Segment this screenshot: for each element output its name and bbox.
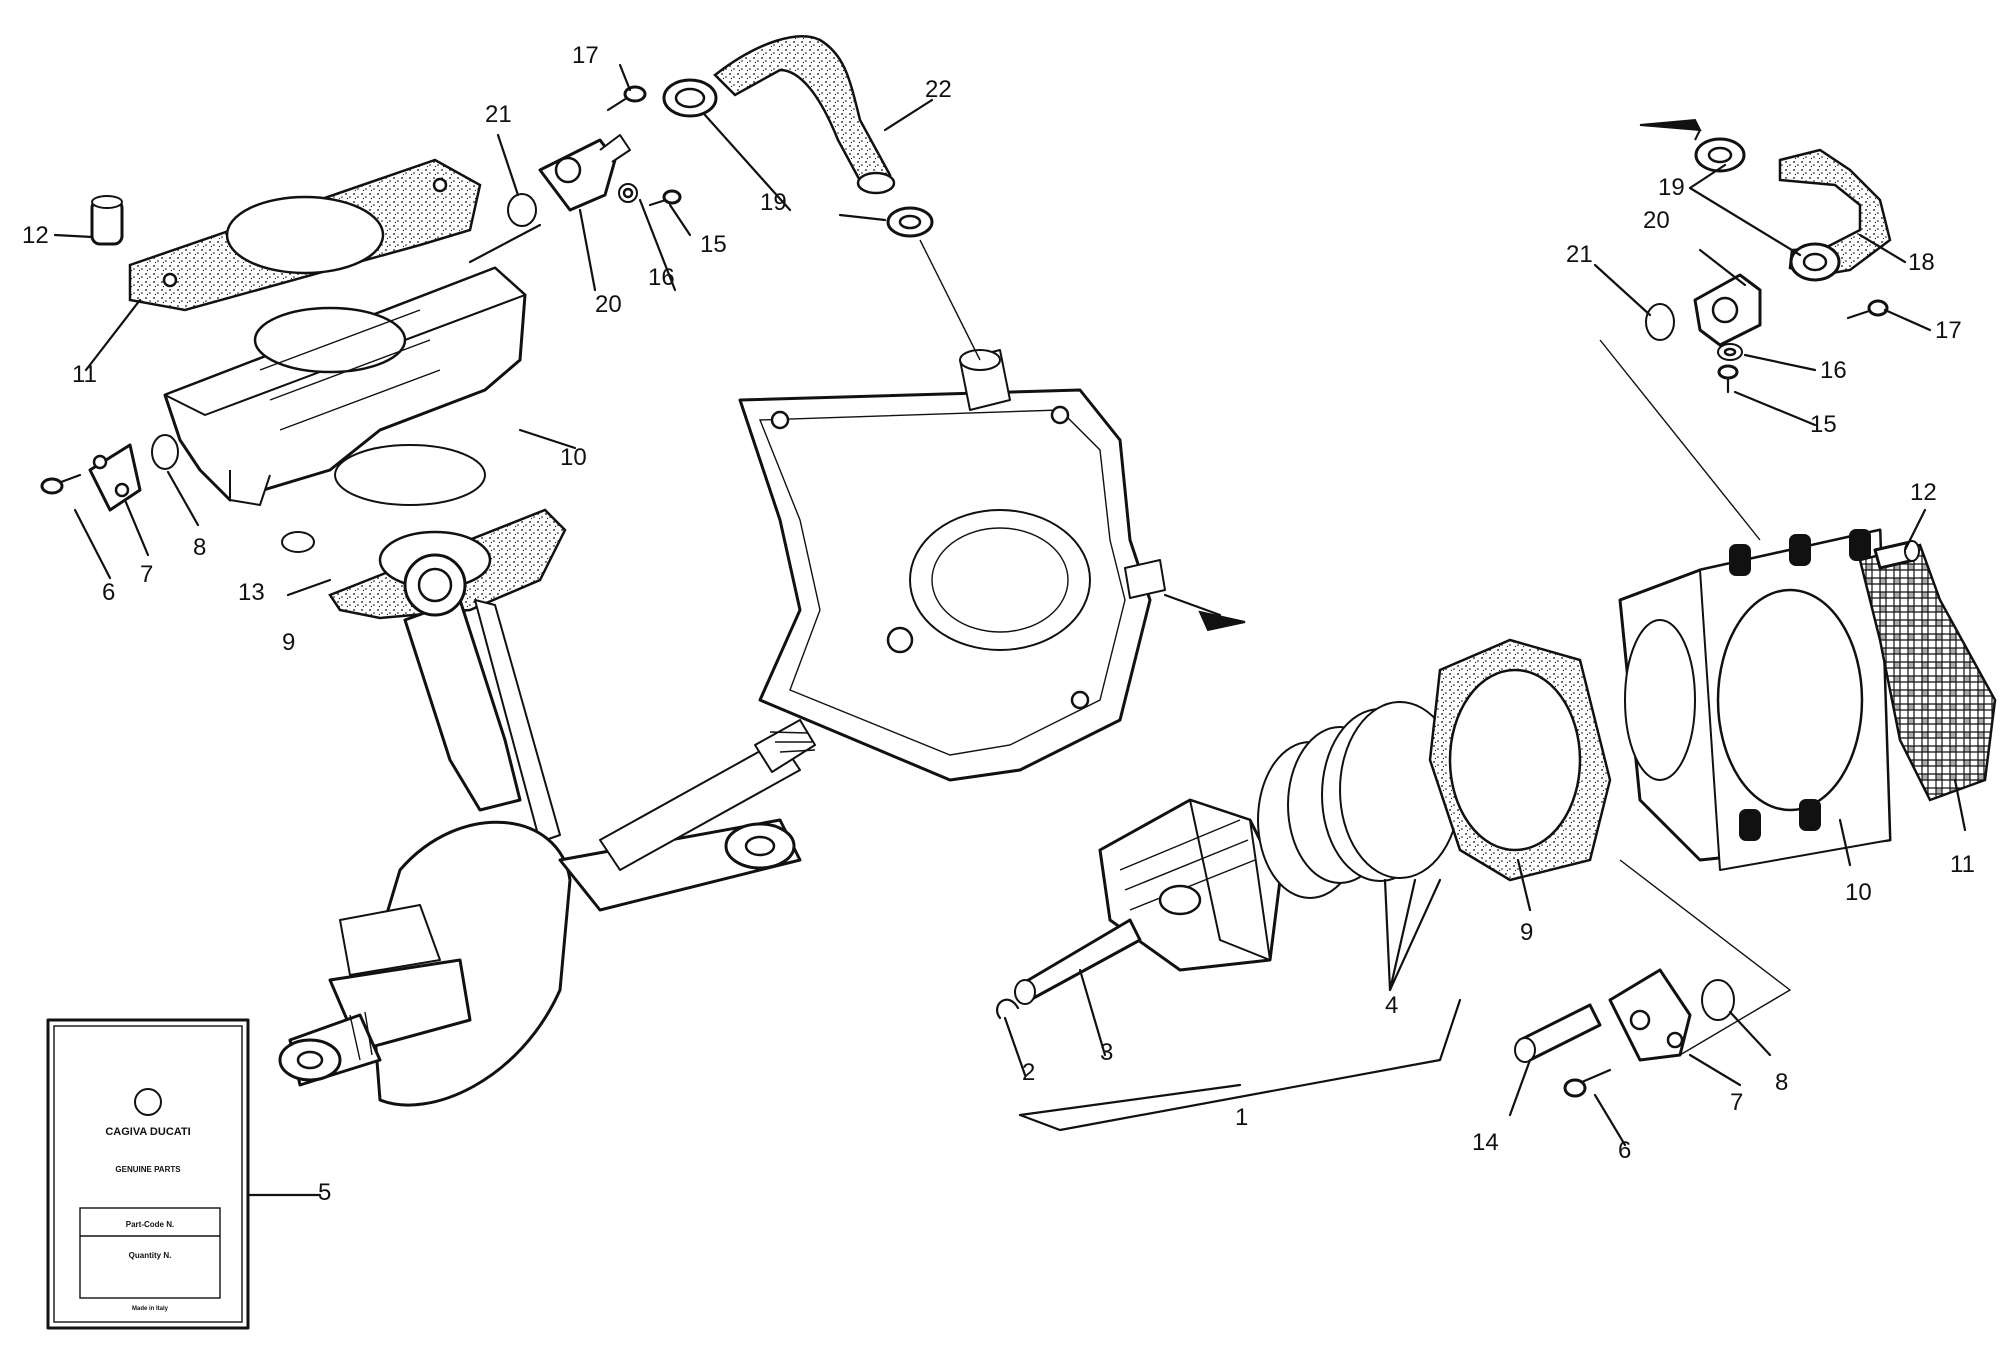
callout-9-left: 9	[282, 629, 295, 656]
callout-11-left: 11	[72, 361, 97, 388]
card-quantity-label: Quantity N.	[129, 1251, 172, 1260]
flow-arrow-icon	[1639, 118, 1702, 141]
cylinder-right	[1618, 528, 1892, 871]
callout-16-right: 16	[1820, 357, 1847, 384]
screw-top-left	[606, 85, 647, 112]
callout-17-left: 17	[572, 42, 599, 69]
cagiva-logo-icon	[134, 1088, 162, 1116]
card-part-code-label: Part-Code N.	[126, 1220, 174, 1229]
hose-clamp-right-top	[1694, 137, 1746, 173]
washer-16-right	[1717, 343, 1743, 361]
base-gasket-right	[1428, 638, 1612, 882]
head-gasket-right	[1858, 543, 1997, 802]
card-footer: Made in Italy	[132, 1306, 169, 1312]
callout-12-left: 12	[22, 222, 49, 249]
callout-1: 1	[1235, 1104, 1248, 1131]
screw-15-right	[1717, 364, 1739, 394]
callout-15-right: 15	[1810, 411, 1837, 438]
crankshaft-assembly	[278, 553, 816, 1107]
circlip	[996, 998, 1020, 1020]
flow-arrow-line	[1163, 593, 1222, 617]
callout-20-right: 20	[1643, 207, 1670, 234]
callout-21-right: 21	[1566, 241, 1593, 268]
callout-11-right: 11	[1950, 851, 1975, 878]
washer-16-left	[618, 183, 638, 203]
piston	[1098, 798, 1282, 972]
water-flange-right	[1608, 968, 1692, 1062]
callout-15-left: 15	[700, 231, 727, 258]
screw-right	[1563, 1068, 1612, 1098]
callout-22: 22	[925, 76, 952, 103]
water-flange-left	[88, 443, 142, 512]
callout-7-right: 7	[1730, 1089, 1743, 1116]
card-brand: CAGIVA DUCATI	[105, 1126, 190, 1138]
head-gasket-left	[128, 158, 482, 312]
callout-8-left: 8	[193, 534, 206, 561]
callout-3: 3	[1100, 1039, 1113, 1066]
callout-10-left: 10	[560, 444, 587, 471]
coolant-hose-18	[1778, 148, 1892, 277]
o-ring-21-right	[1645, 303, 1675, 341]
genuine-parts-card: CAGIVA DUCATI GENUINE PARTS Part-Code N.…	[46, 1018, 250, 1330]
callout-17-right: 17	[1935, 317, 1962, 344]
stud-spacer-14	[1514, 1003, 1602, 1063]
screw-15-left	[648, 189, 682, 207]
piston-rings	[1257, 701, 1461, 899]
o-ring-21-left	[507, 193, 537, 227]
callout-16-left: 16	[648, 264, 675, 291]
water-union-left	[538, 134, 631, 212]
callout-19-right: 19	[1658, 174, 1685, 201]
callout-6-right: 6	[1618, 1137, 1631, 1164]
callout-14: 14	[1472, 1129, 1499, 1156]
leader-lines	[53, 63, 1967, 1197]
coolant-hose-22	[713, 35, 896, 195]
card-subtitle: GENUINE PARTS	[115, 1165, 181, 1174]
callout-21-left: 21	[485, 101, 512, 128]
cylinder-left	[163, 266, 527, 506]
screw-left	[40, 473, 82, 495]
callout-12-right: 12	[1910, 479, 1937, 506]
dowel-pin-right	[1873, 540, 1920, 570]
crankcase-half	[738, 349, 1166, 782]
o-ring-left	[151, 434, 179, 470]
callout-9-right: 9	[1520, 919, 1533, 946]
callout-4: 4	[1385, 992, 1398, 1019]
callout-19-left: 19	[760, 189, 787, 216]
callout-5: 5	[318, 1179, 331, 1206]
piston-pin	[1014, 918, 1142, 1005]
dowel-pin-left	[90, 195, 124, 246]
callout-18: 18	[1908, 249, 1935, 276]
callout-10-right: 10	[1845, 879, 1872, 906]
hose-clamp-right-bottom	[1789, 242, 1841, 282]
screw-17-right	[1846, 299, 1889, 320]
o-ring-right	[1701, 979, 1735, 1021]
callout-7-left: 7	[140, 561, 153, 588]
o-ring-small-left	[281, 531, 315, 553]
callout-6-left: 6	[102, 579, 115, 606]
callout-2: 2	[1022, 1059, 1035, 1086]
callout-13: 13	[238, 579, 265, 606]
hose-clamp-middle	[886, 206, 934, 238]
callout-20-left: 20	[595, 291, 622, 318]
flow-arrow-icon	[1198, 610, 1246, 632]
hose-clamp-top	[662, 78, 718, 118]
water-union-right	[1693, 273, 1762, 347]
callout-8-right: 8	[1775, 1069, 1788, 1096]
